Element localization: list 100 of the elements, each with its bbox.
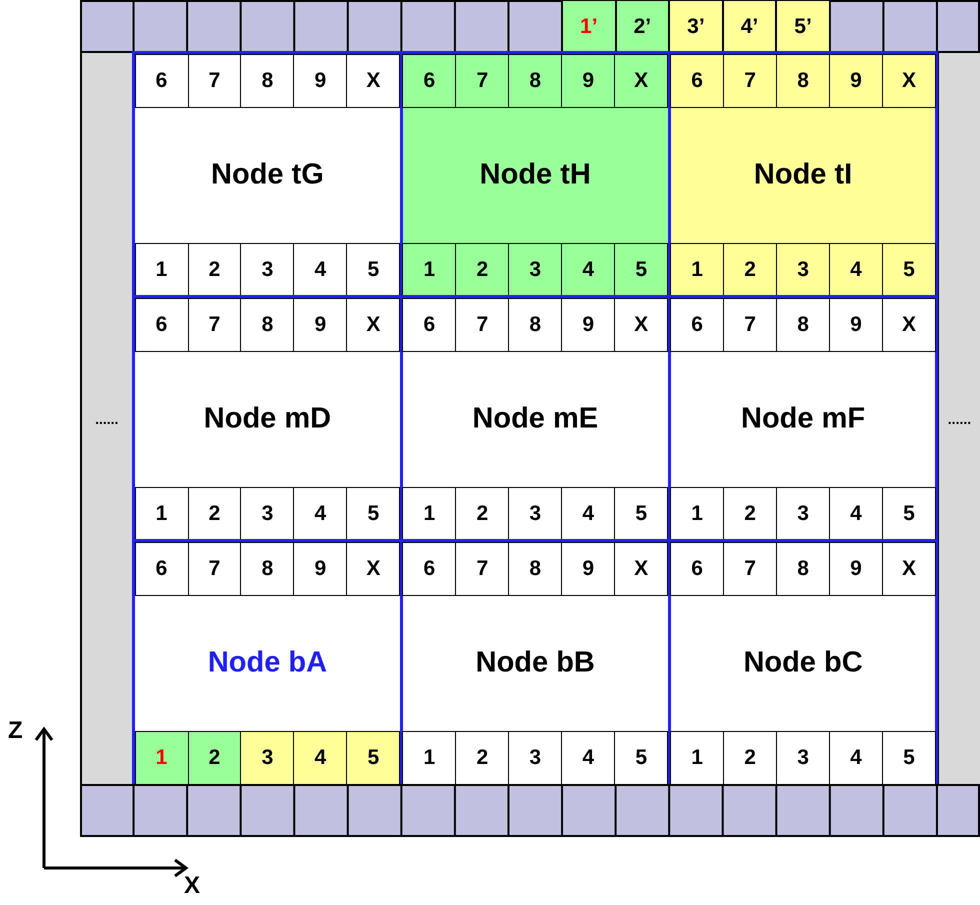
port-cell: 8 bbox=[508, 298, 562, 352]
port-cell: 2’ bbox=[616, 0, 670, 53]
port-cell: 5 bbox=[346, 730, 400, 784]
port-cell: X bbox=[346, 298, 400, 352]
port-cell: 4’ bbox=[722, 0, 776, 53]
port-cell: 5 bbox=[882, 486, 936, 540]
node-block bbox=[668, 539, 938, 786]
port-cell: 5 bbox=[882, 242, 936, 296]
port-cell: X bbox=[882, 54, 936, 108]
port-cell: 4 bbox=[829, 730, 883, 784]
node-block bbox=[668, 295, 938, 542]
port-cell: 3 bbox=[508, 730, 562, 784]
port-cell: X bbox=[882, 542, 936, 596]
node-block bbox=[132, 539, 403, 786]
port-cell: 5 bbox=[614, 486, 668, 540]
side-panel bbox=[936, 51, 980, 786]
port-cell: 8 bbox=[508, 542, 562, 596]
port-cell: 9 bbox=[829, 298, 883, 352]
port-cell: X bbox=[614, 298, 668, 352]
port-cell: 5 bbox=[882, 730, 936, 784]
port-cell: 5 bbox=[346, 242, 400, 296]
port-cell: X bbox=[346, 54, 400, 108]
port-cell: 7 bbox=[455, 54, 510, 108]
node-block bbox=[400, 51, 671, 298]
node-block bbox=[132, 51, 403, 298]
axis-label: X bbox=[184, 872, 200, 900]
port-cell: 6 bbox=[402, 54, 456, 108]
port-cell: 2 bbox=[455, 730, 510, 784]
port-cell: 1 bbox=[670, 242, 724, 296]
node-title: Node bC bbox=[743, 646, 863, 679]
port-cell: 4 bbox=[293, 730, 348, 784]
port-cell: 6 bbox=[134, 542, 188, 596]
port-cell: 5 bbox=[346, 486, 400, 540]
port-cell: 2 bbox=[723, 730, 778, 784]
port-cell: 6 bbox=[134, 298, 188, 352]
port-cell: 6 bbox=[402, 542, 456, 596]
port-cell: 5 bbox=[614, 730, 668, 784]
port-cell: 1’ bbox=[562, 0, 616, 53]
ellipsis-text: ...... bbox=[95, 410, 118, 426]
port-cell: 1 bbox=[134, 242, 188, 296]
port-cell: 1 bbox=[402, 730, 456, 784]
port-cell: X bbox=[346, 542, 400, 596]
port-cell: 9 bbox=[561, 54, 616, 108]
port-cell: 2 bbox=[188, 730, 242, 784]
node-title: Node mF bbox=[741, 402, 866, 435]
port-cell: 8 bbox=[508, 54, 562, 108]
port-cell: 4 bbox=[561, 730, 616, 784]
port-cell: 7 bbox=[188, 298, 242, 352]
port-cell: 9 bbox=[561, 542, 616, 596]
node-title: Node tH bbox=[480, 158, 591, 191]
node-block bbox=[132, 295, 403, 542]
port-cell: 9 bbox=[293, 542, 348, 596]
side-panel bbox=[80, 51, 134, 786]
port-cell: 7 bbox=[188, 542, 242, 596]
ellipsis-text: ...... bbox=[948, 410, 972, 426]
port-cell: 1 bbox=[134, 730, 188, 784]
port-cell: 5’ bbox=[776, 0, 830, 53]
port-cell: 8 bbox=[240, 298, 294, 352]
port-cell: 3 bbox=[776, 730, 830, 784]
port-cell: 9 bbox=[829, 542, 883, 596]
node-block bbox=[400, 539, 671, 786]
port-cell: 6 bbox=[134, 54, 188, 108]
port-cell: 1 bbox=[670, 730, 724, 784]
boundary-bar bbox=[80, 0, 980, 53]
port-cell: 1 bbox=[402, 242, 456, 296]
port-cell: 8 bbox=[776, 54, 830, 108]
port-cell: 3’ bbox=[669, 0, 723, 53]
node-title: Node bB bbox=[476, 646, 595, 679]
node-block bbox=[400, 295, 671, 542]
port-cell: 6 bbox=[402, 298, 456, 352]
node-title: Node bA bbox=[208, 646, 328, 679]
port-cell: 7 bbox=[723, 54, 778, 108]
port-cell: X bbox=[882, 298, 936, 352]
port-cell: 7 bbox=[455, 542, 510, 596]
port-cell: 7 bbox=[455, 298, 510, 352]
port-cell: 1 bbox=[402, 486, 456, 540]
port-cell: 3 bbox=[240, 730, 294, 784]
node-title: Node mD bbox=[204, 402, 332, 435]
port-cell: X bbox=[614, 542, 668, 596]
node-block bbox=[668, 51, 938, 298]
port-cell: 9 bbox=[293, 54, 348, 108]
port-cell: X bbox=[614, 54, 668, 108]
axis-label: Z bbox=[8, 717, 23, 745]
port-cell: 8 bbox=[776, 542, 830, 596]
port-cell: 6 bbox=[670, 542, 724, 596]
port-cell: 1 bbox=[670, 486, 724, 540]
port-cell: 6 bbox=[670, 298, 724, 352]
port-cell: 7 bbox=[723, 542, 778, 596]
port-cell: 7 bbox=[188, 54, 242, 108]
port-cell: 1 bbox=[134, 486, 188, 540]
node-title: Node mE bbox=[472, 402, 598, 435]
node-title: Node tI bbox=[754, 158, 852, 191]
port-cell: 7 bbox=[723, 298, 778, 352]
port-cell: 9 bbox=[561, 298, 616, 352]
node-title: Node tG bbox=[211, 158, 324, 191]
port-cell: 6 bbox=[670, 54, 724, 108]
port-cell: 9 bbox=[293, 298, 348, 352]
port-cell: 8 bbox=[240, 542, 294, 596]
port-cell: 8 bbox=[240, 54, 294, 108]
port-cell: 8 bbox=[776, 298, 830, 352]
